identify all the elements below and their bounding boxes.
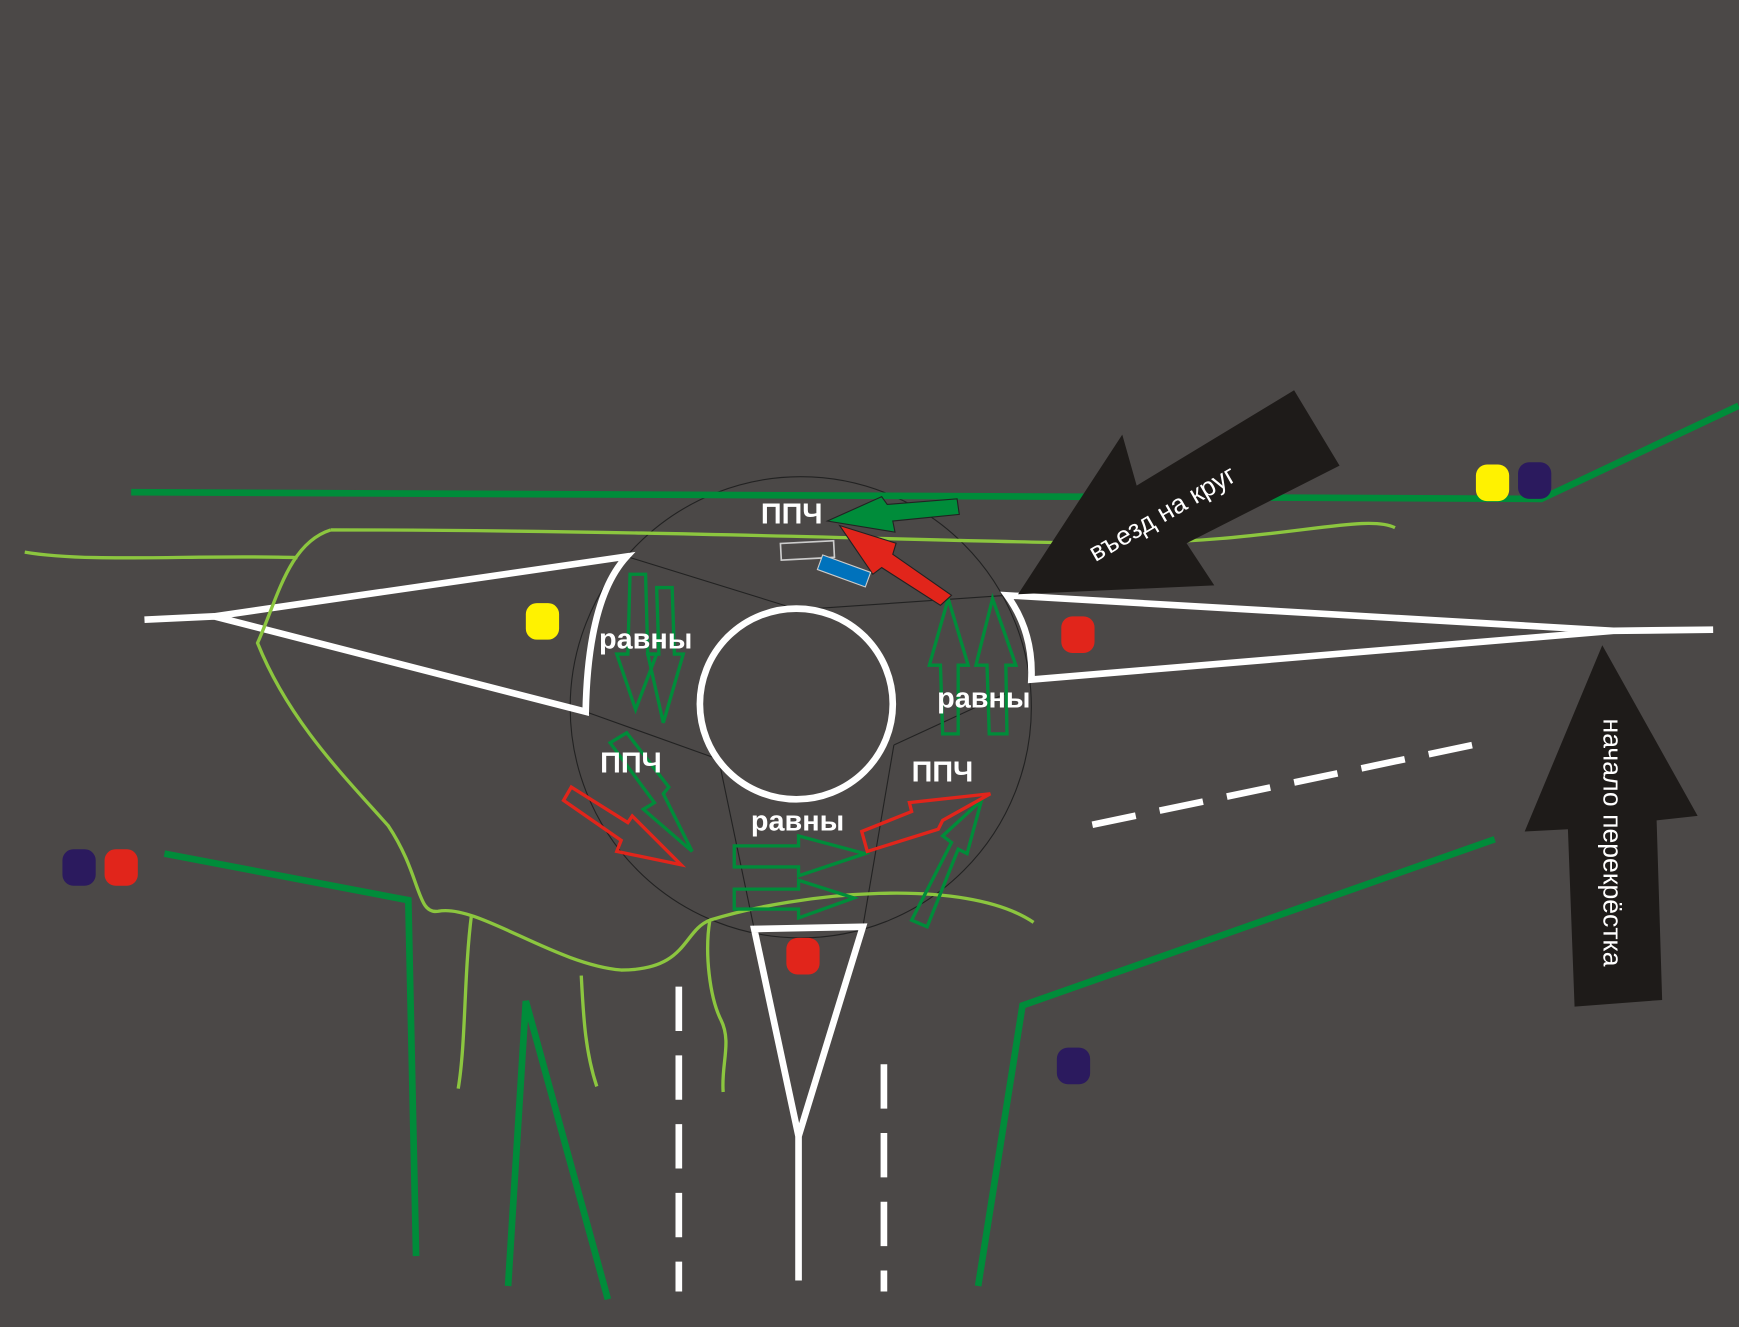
green-arrow-left <box>825 495 960 533</box>
red-car-marker <box>104 849 138 886</box>
ppch-left-label: ППЧ <box>600 748 662 780</box>
road-edges <box>131 402 1739 1301</box>
yellow-car-marker <box>1475 464 1510 502</box>
intersection-start-label: начало перекрёстка <box>1597 719 1627 967</box>
red-arrow-up-left <box>838 524 953 606</box>
traffic-islands <box>144 551 1714 1281</box>
ppch-top-label: ППЧ <box>761 498 823 530</box>
outline-arrows-green <box>607 572 1019 929</box>
white-car <box>779 539 836 561</box>
ravny-bottom-label: равны <box>751 805 844 837</box>
car-markers <box>62 462 1552 1085</box>
navy-car-marker <box>1518 462 1552 499</box>
outline-arrows-red <box>561 784 992 868</box>
ppch-right-label: ППЧ <box>912 757 974 789</box>
dashed-lane-lines <box>675 741 1474 1292</box>
red-car-marker <box>1061 616 1095 653</box>
ravny-right-label: равны <box>937 682 1030 714</box>
vehicle-trajectories <box>24 521 1396 1093</box>
ravny-left-label: равны <box>599 624 692 656</box>
navy-car-marker <box>1056 1047 1091 1085</box>
entry-arrow <box>1018 390 1340 595</box>
yellow-car-marker <box>525 603 560 640</box>
navy-car-marker <box>62 849 96 886</box>
red-car-marker <box>786 937 820 975</box>
central-island <box>696 605 897 803</box>
intersection-start-arrow <box>1524 645 1698 1007</box>
blue-car <box>816 554 872 588</box>
